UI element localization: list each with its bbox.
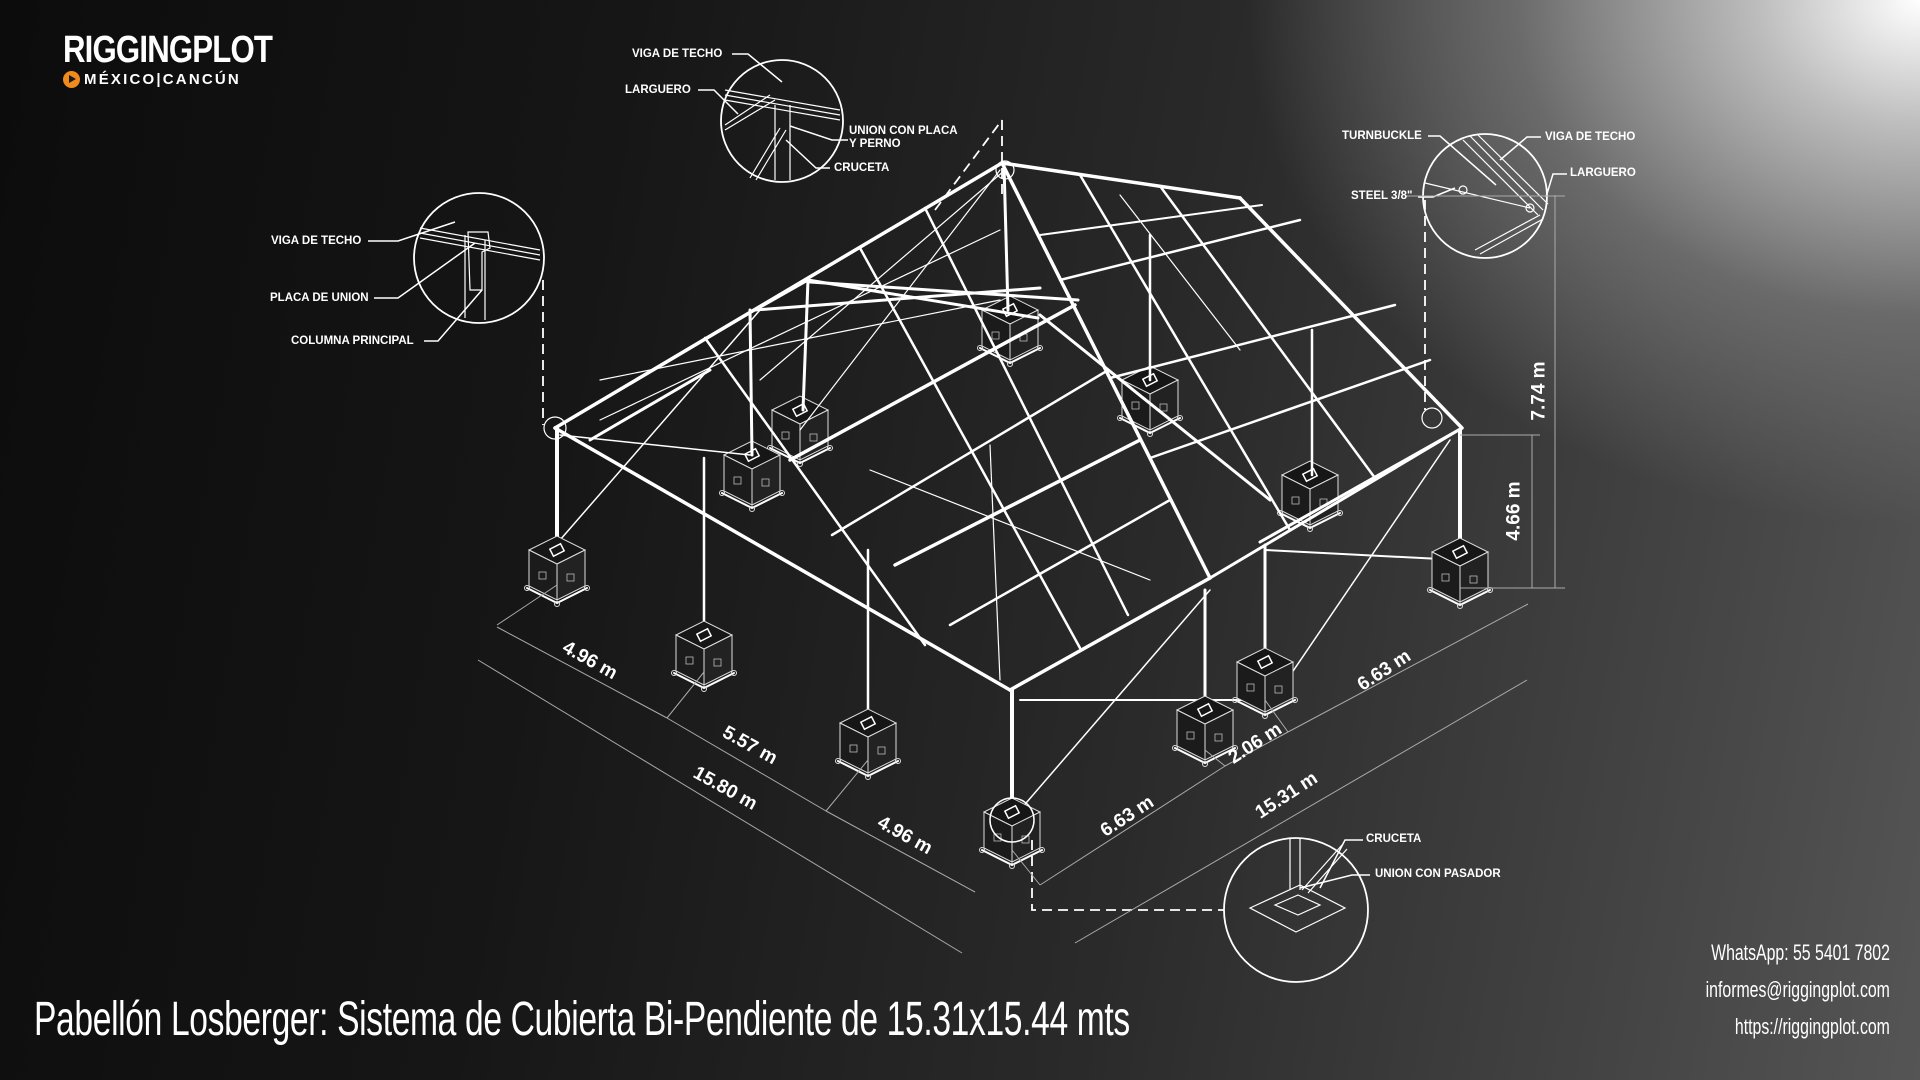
dim-eave-height: 4.66 m	[1503, 481, 1525, 541]
label-union-con-placa: UNION CON PLACA	[849, 125, 958, 137]
structure-frame	[523, 161, 1494, 870]
detail-callouts	[413, 59, 1549, 983]
dim-ridge-height: 7.74 m	[1528, 361, 1550, 421]
label-viga-de-techo-right: VIGA DE TECHO	[1545, 131, 1636, 143]
label-union-con-pasador: UNION CON PASADOR	[1375, 868, 1501, 880]
label-steel-3-8: STEEL 3/8"	[1351, 190, 1413, 202]
label-cruceta-top: CRUCETA	[834, 162, 890, 174]
label-larguero-top: LARGUERO	[625, 84, 691, 96]
contact-block: WhatsApp: 55 5401 7802 informes@riggingp…	[1634, 934, 1890, 1045]
label-larguero-right: LARGUERO	[1570, 167, 1636, 179]
label-turnbuckle: TURNBUCKLE	[1342, 130, 1422, 142]
brand-name: RIGGINGPLOT	[63, 29, 273, 71]
contact-whatsapp: WhatsApp: 55 5401 7802	[1711, 940, 1890, 965]
brand-logo: RIGGINGPLOT MÉXICO|CANCÚN	[63, 30, 318, 88]
page-title: Pabellón Losberger: Sistema de Cubierta …	[34, 993, 1130, 1046]
label-viga-de-techo-top: VIGA DE TECHO	[632, 48, 723, 60]
brand-subtitle-row: MÉXICO|CANCÚN	[63, 71, 318, 88]
label-cruceta-bottom: CRUCETA	[1366, 833, 1422, 845]
dashed-connectors	[542, 119, 1426, 911]
label-y-perno: Y PERNO	[849, 138, 901, 150]
label-viga-de-techo-left: VIGA DE TECHO	[271, 235, 362, 247]
dimension-lines	[477, 195, 1565, 954]
play-circle-icon	[63, 71, 80, 88]
contact-website: https://riggingplot.com	[1735, 1014, 1890, 1039]
label-columna-principal: COLUMNA PRINCIPAL	[291, 335, 414, 347]
leader-lines	[368, 53, 1567, 889]
brand-subtitle: MÉXICO|CANCÚN	[84, 71, 241, 88]
contact-email: informes@riggingplot.com	[1705, 977, 1890, 1002]
label-placa-de-union: PLACA DE UNION	[270, 292, 369, 304]
